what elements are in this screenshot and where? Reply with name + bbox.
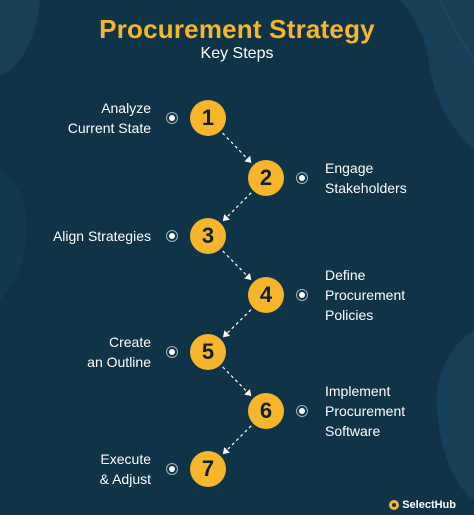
connector-line-2 (223, 192, 252, 221)
step-label-1: Analyze Current State (67, 100, 151, 136)
brand-name: SelectHub (402, 499, 456, 511)
step-label-5: Create an Outline (87, 334, 151, 370)
step-marker-6 (299, 408, 305, 414)
step-label-4: Define Procurement Policies (325, 267, 406, 323)
step-number-6: 6 (248, 393, 284, 429)
selecthub-logo-icon (389, 500, 400, 510)
connector-arrow-icon-4 (222, 330, 231, 338)
connector-arrow-icon-3 (244, 272, 252, 281)
step-marker-3 (169, 233, 175, 239)
page-subtitle: Key Steps (200, 45, 274, 62)
step-number-4: 4 (248, 277, 284, 313)
step-marker-1 (169, 115, 175, 121)
connector-line-6 (223, 425, 252, 454)
step-label-3: Align Strategies (52, 228, 151, 244)
step-marker-2 (299, 175, 305, 181)
connector-line-3 (222, 250, 251, 280)
connector-line-4 (223, 309, 252, 337)
connector-arrow-icon-2 (222, 214, 230, 222)
brand-logo: SelectHub (389, 499, 456, 511)
step-marker-7 (169, 466, 175, 472)
step-label-2: Engage Stakeholders (325, 160, 407, 196)
step-number-3: 3 (190, 218, 226, 254)
step-number-2: 2 (248, 160, 284, 196)
step-number-7: 7 (190, 451, 226, 487)
step-marker-5 (169, 349, 175, 355)
connector-arrow-icon-1 (244, 155, 252, 163)
step-number-1: 1 (190, 100, 226, 136)
step-marker-4 (299, 292, 305, 298)
step-label-6: Implement Procurement Software (325, 383, 406, 439)
connector-arrow-icon-6 (222, 447, 230, 455)
connector-line-5 (222, 366, 251, 396)
connector-arrow-icon-5 (244, 388, 252, 397)
page-title: Procurement Strategy (99, 14, 375, 44)
connector-line-1 (222, 132, 251, 162)
step-number-5: 5 (190, 334, 226, 370)
step-label-7: Execute & Adjust (99, 451, 151, 487)
